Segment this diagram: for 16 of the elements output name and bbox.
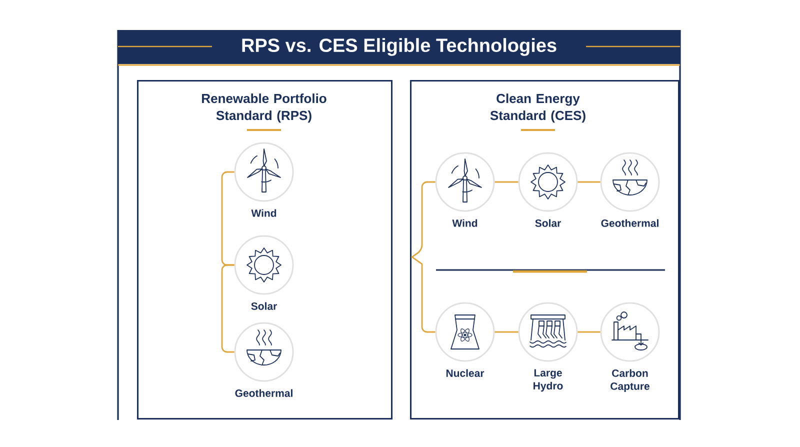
icon-label: Carbon Capture — [610, 369, 650, 392]
connector-line — [494, 331, 518, 333]
panel-heading: Clean Energy Standard (CES) — [490, 94, 586, 123]
icon-label: Wind — [251, 209, 276, 217]
icon-label: Nuclear — [446, 369, 484, 377]
panel-heading: Renewable Portfolio Standard (RPS) — [202, 94, 326, 123]
title-banner: RPS vs. CES Eligible Technologies — [117, 30, 681, 64]
icon-label: Solar — [251, 302, 277, 310]
icon-label: Geothermal — [235, 389, 292, 397]
connector-line — [494, 181, 518, 183]
icon-label: Wind — [452, 219, 478, 227]
icon-label: Large Hydro — [534, 369, 563, 392]
connector-line — [578, 331, 600, 333]
icon-label: Geothermal — [601, 219, 658, 227]
icon-label: Solar — [535, 219, 561, 227]
connector-line — [578, 181, 600, 183]
